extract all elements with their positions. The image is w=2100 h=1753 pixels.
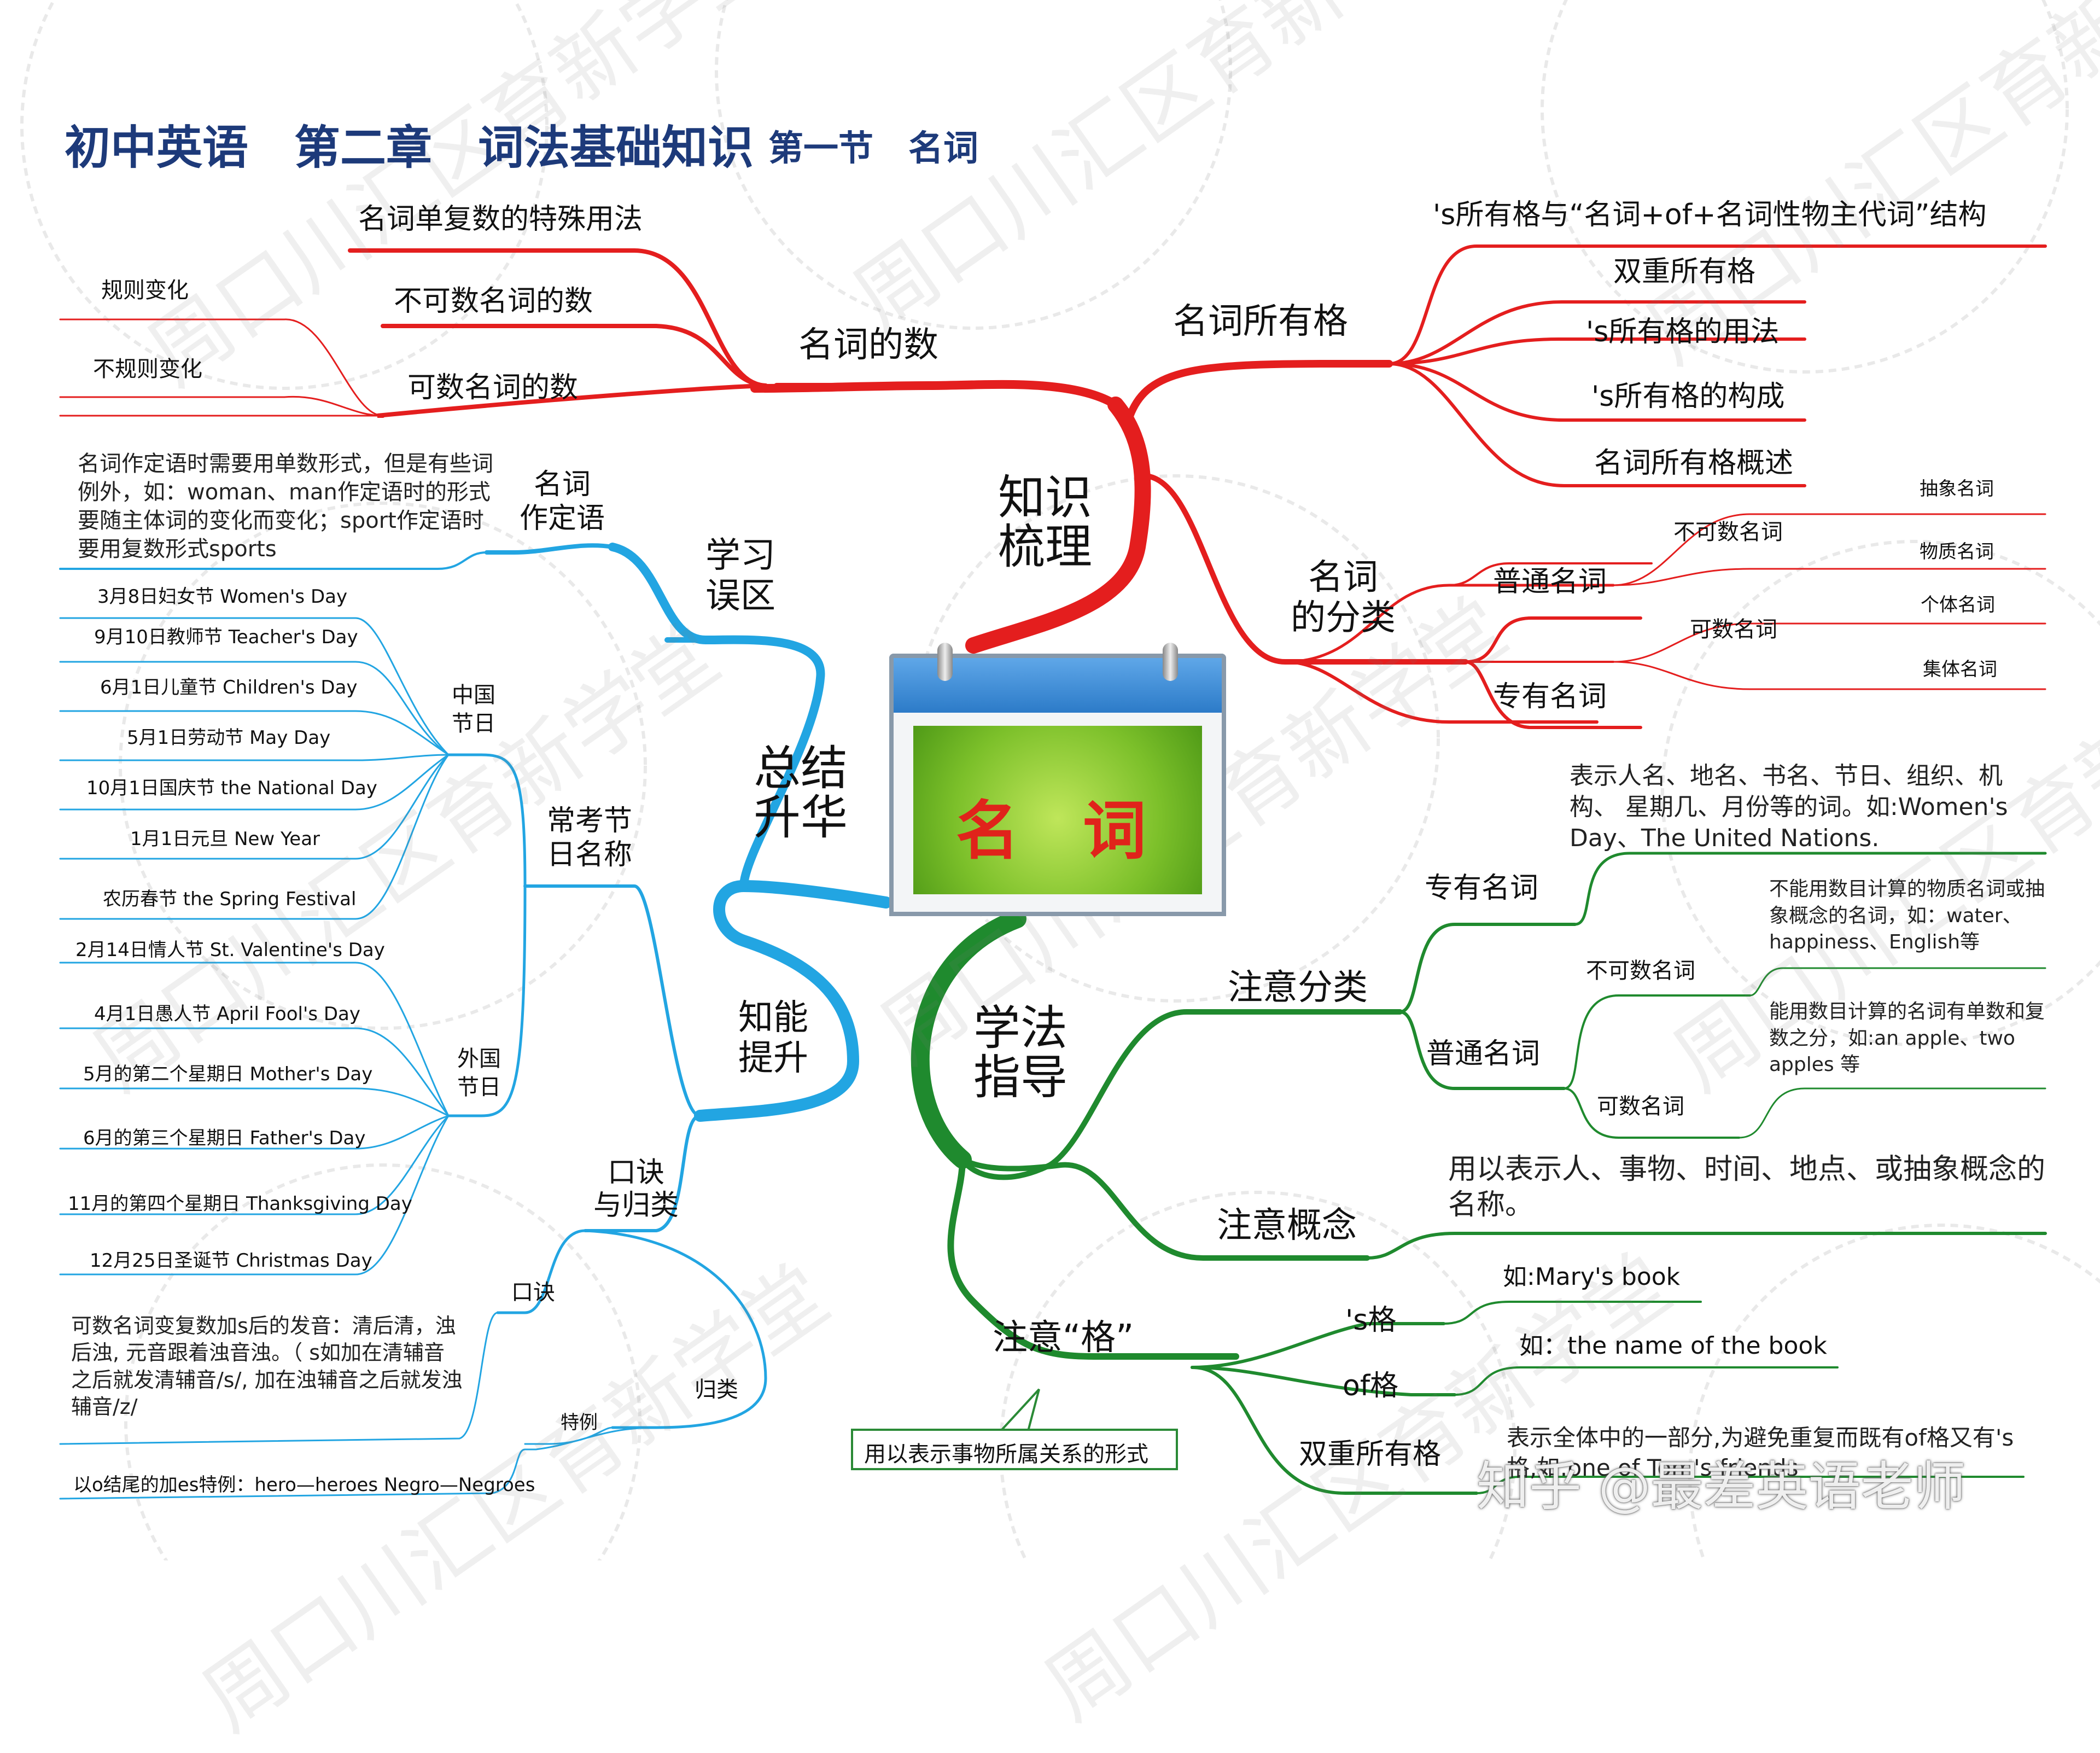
number-sub-item: 规则变化 xyxy=(101,278,189,303)
noun-type: 物质名词 xyxy=(1920,541,1994,563)
proper-desc: 表示人名、地名、书名、节日、组织、机构、 星期几、月份等的词。如:Women's… xyxy=(1570,762,2008,853)
foreign-festival-item: 6月的第三个星期日 Father's Day xyxy=(83,1127,366,1149)
calendar-ring-icon xyxy=(937,643,953,681)
hub-method: 学法 指导 xyxy=(973,1001,1068,1105)
china-festival-item: 3月8日妇女节 Women's Day xyxy=(97,586,348,608)
noun-type: 个体名词 xyxy=(1921,594,1995,616)
case-s: 's格 xyxy=(1345,1304,1397,1337)
china-festival-item: 农历春节 the Spring Festival xyxy=(103,888,357,910)
classify-proper: 专有名词 xyxy=(1493,680,1607,713)
festival-foreign: 外国 节日 xyxy=(457,1046,501,1100)
countable-desc: 能用数目计算的名词有单数和复数之分，如:an apple、two apples … xyxy=(1769,1000,2045,1076)
center-title: 名 词 xyxy=(956,794,1146,868)
calendar-green-panel xyxy=(913,726,1202,894)
hub-summary: 总结 升华 xyxy=(754,741,848,846)
possessive-item: 's所有格与“名词+of+名词性物主代词”结构 xyxy=(1433,199,1987,231)
china-festival-item: 9月10日教师节 Teacher's Day xyxy=(94,626,358,648)
branch-noun-possessive: 名词所有格 xyxy=(1173,301,1348,342)
case-s-example: 如:Mary's book xyxy=(1503,1263,1681,1291)
branch-attention-class: 注意分类 xyxy=(1228,968,1368,1008)
hub-study: 学习 误区 xyxy=(705,535,775,616)
classify-uncountable: 不可数名词 xyxy=(1673,520,1783,545)
branch-attention-case: 注意“格” xyxy=(993,1318,1134,1358)
calendar-ring-icon xyxy=(1163,643,1178,681)
festival-china: 中国 节日 xyxy=(452,683,495,736)
case-callout: 用以表示事物所属关系的形式 xyxy=(851,1429,1178,1470)
china-festival-item: 1月1日元旦 New Year xyxy=(130,828,320,850)
page-title: 初中英语 第二章 词法基础知识 xyxy=(65,121,754,174)
koujue-desc: 可数名词变复数加s后的发音：清后清，浊后浊, 元音跟着浊音浊。（ s如加在清辅音… xyxy=(71,1314,463,1419)
foreign-festival-item: 2月14日情人节 St. Valentine's Day xyxy=(75,939,385,961)
foreign-festival-item: 11月的第四个星期日 Thanksgiving Day xyxy=(68,1193,412,1215)
noun-type: 抽象名词 xyxy=(1920,478,1994,500)
green-proper: 专有名词 xyxy=(1425,872,1539,905)
attr-desc: 名词作定语时需要用单数形式，但是有些词例外，如：woman、man作定语时的形式… xyxy=(78,451,493,562)
green-common: 普通名词 xyxy=(1426,1038,1541,1070)
china-festival-item: 6月1日儿童节 Children's Day xyxy=(100,677,358,698)
center-calendar-card: 名 词 xyxy=(889,643,1226,916)
branch-festivals: 常考节 日名称 xyxy=(547,805,633,872)
classify-countable: 可数名词 xyxy=(1690,617,1777,642)
classify-common: 普通名词 xyxy=(1493,566,1607,598)
noun-type: 集体名词 xyxy=(1923,659,1997,680)
branch-attention-concept: 注意概念 xyxy=(1217,1205,1357,1246)
number-sub-item: 不规则变化 xyxy=(93,357,202,382)
possessive-item: 双重所有格 xyxy=(1613,255,1756,288)
branch-noun-attr: 名词 作定语 xyxy=(520,468,605,535)
branch-noun-classify: 名词 的分类 xyxy=(1291,557,1396,638)
calendar-body xyxy=(889,713,1226,916)
page-subtitle: 第一节 名词 xyxy=(768,129,978,169)
number-item: 名词单复数的特殊用法 xyxy=(358,203,643,236)
number-item: 不可数名词的数 xyxy=(394,285,593,318)
foreign-festival-item: 12月25日圣诞节 Christmas Day xyxy=(90,1250,372,1272)
green-uncountable: 不可数名词 xyxy=(1586,958,1695,983)
hub-rhyme: 口诀 与归类 xyxy=(593,1156,679,1222)
case-of: of格 xyxy=(1343,1370,1399,1402)
branch-teli: 特例 xyxy=(561,1412,598,1434)
green-countable: 可数名词 xyxy=(1597,1094,1684,1119)
number-item: 可数名词的数 xyxy=(407,371,579,404)
possessive-item: 名词所有格概述 xyxy=(1594,447,1794,480)
branch-noun-number: 名词的数 xyxy=(798,325,938,365)
china-festival-item: 10月1日国庆节 the National Day xyxy=(86,777,377,799)
branch-guilei: 归类 xyxy=(695,1377,738,1402)
foreign-festival-item: 4月1日愚人节 April Fool's Day xyxy=(94,1003,360,1025)
case-of-example: 如：the name of the book xyxy=(1519,1332,1827,1360)
branch-koujue: 口诀 xyxy=(511,1280,555,1305)
credit-watermark: 知乎 @最差英语老师 xyxy=(1477,1456,1966,1517)
china-festival-item: 5月1日劳动节 May Day xyxy=(127,727,331,749)
possessive-item: 's所有格的用法 xyxy=(1586,316,1780,348)
hub-skill: 知能 提升 xyxy=(738,998,808,1079)
mind-map-branches xyxy=(20,0,2100,1560)
concept-desc: 用以表示人、事物、时间、地点、或抽象概念的名称。 xyxy=(1448,1153,2046,1221)
possessive-item: 's所有格的构成 xyxy=(1591,380,1785,413)
case-double: 双重所有格 xyxy=(1299,1438,1442,1471)
hub-knowledge: 知识 梳理 xyxy=(998,470,1092,575)
teli-desc: 以o结尾的加es特例：hero—heroes Negro—Negroes xyxy=(73,1474,535,1496)
foreign-festival-item: 5月的第二个星期日 Mother's Day xyxy=(83,1063,373,1085)
uncountable-desc: 不能用数目计算的物质名词或抽象概念的名词，如：water、happiness、E… xyxy=(1769,878,2045,954)
double-desc: 表示全体中的一部分,为避免重复而既有of格又有's格,如:one of Tom'… xyxy=(1507,1424,2014,1481)
